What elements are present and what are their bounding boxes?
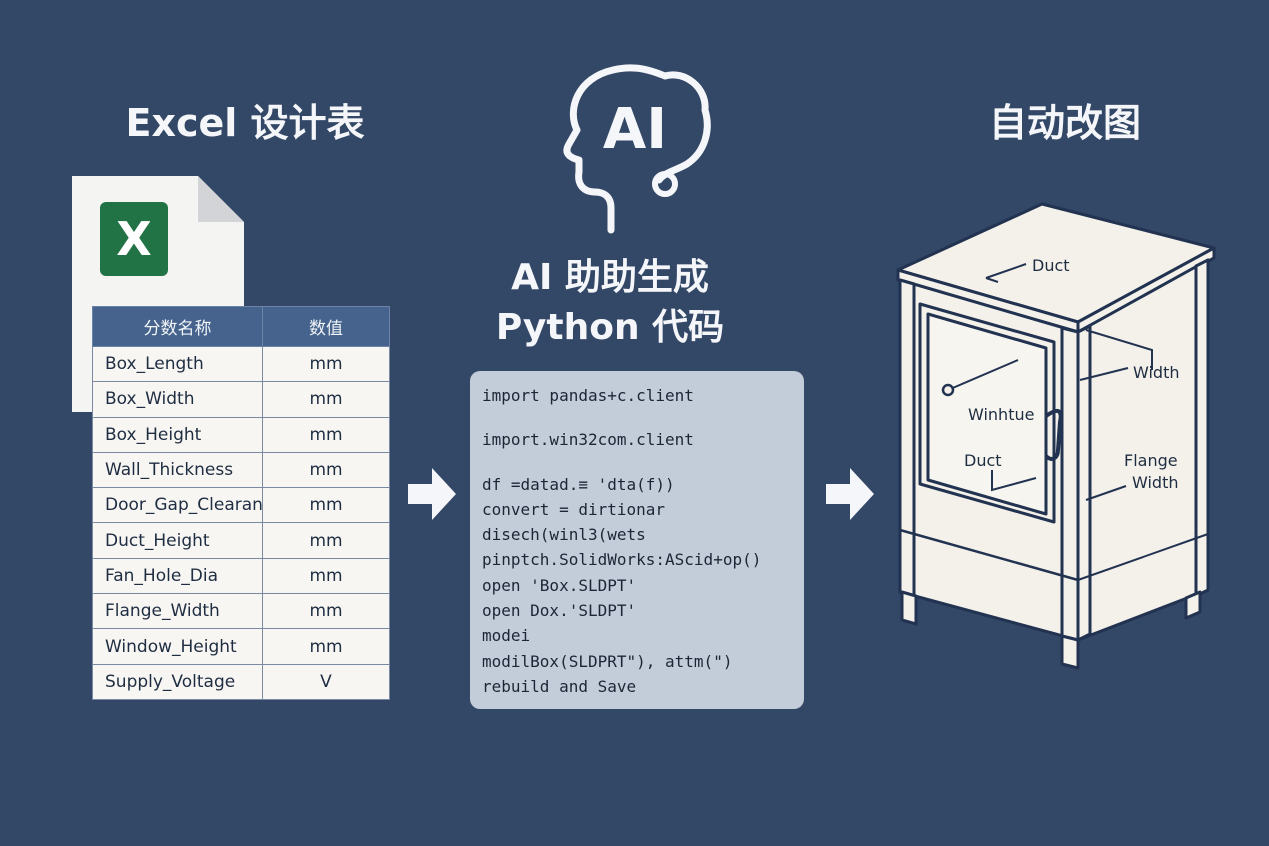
param-name: Duct_Height [92,522,263,559]
param-name: Wall_Thickness [92,451,263,489]
arrow-right-icon [408,468,456,520]
ai-head-icon: AI [563,64,711,234]
code-line: pinptch.SolidWorks:AScid+op() [482,550,762,570]
param-unit: mm [262,381,390,418]
param-unit: V [262,663,390,700]
param-unit: mm [262,593,390,630]
param-name: Box_Height [92,416,263,453]
column-header-value: 数值 [262,306,390,347]
param-name: Box_Length [92,345,263,383]
param-name: Fan_Hole_Dia [92,557,263,595]
code-line: convert = dirtionar [482,499,666,519]
excel-design-table-title: Excel 设计表 [125,101,365,145]
label-duct: Duct [964,451,1002,470]
ai-generate-title-line1: AI 助助生成 [511,257,709,298]
param-unit: mm [262,487,390,524]
label-flange: Flange [1124,451,1178,470]
python-code-panel: import pandas+c.client import.win32com.c… [470,371,804,709]
code-line: open 'Box.SLDPT' [482,575,637,595]
code-line: disech(winl3(wets [482,525,646,545]
param-unit: mm [262,522,390,559]
label-flange-width: Width [1132,473,1178,492]
label-window: Winhtue [968,405,1034,424]
code-line: import pandas+c.client [482,386,694,405]
code-line: rebuild and Save [482,676,637,696]
label-width: Width [1133,363,1179,382]
code-line: import.win32com.client [482,430,694,450]
param-unit: mm [262,416,390,453]
param-unit: mm [262,628,390,665]
ai-head-label: AI [603,97,667,162]
param-unit: mm [262,451,390,489]
code-line: open Dox.'SLDPT' [482,601,637,621]
arrow-right-icon [826,468,874,520]
param-name: Box_Width [92,381,263,418]
auto-redraw-title: 自动改图 [988,101,1141,145]
param-unit: mm [262,557,390,595]
param-unit: mm [262,345,390,383]
code-line: df =datad.≡ 'dta(f)) [482,474,675,494]
table-header-row: 分数名称 数值 [92,306,390,347]
cabinet-illustration: Duct Width Winhtue Duct Flange Width [896,202,1216,670]
column-header-param-name: 分数名称 [92,306,263,347]
param-name: Flange_Width [92,593,263,630]
param-name: Door_Gap_Clearan [92,487,263,524]
param-name: Supply_Voltage [92,663,263,700]
excel-icon-letter: X [116,212,151,266]
label-top-duct: Duct [1032,256,1070,275]
code-line: modei [482,626,531,646]
ai-generate-title-line2: Python 代码 [495,307,725,348]
param-name: Window_Height [92,628,263,665]
code-line: modilBox(SLDPRT"), attm(") [482,651,733,671]
